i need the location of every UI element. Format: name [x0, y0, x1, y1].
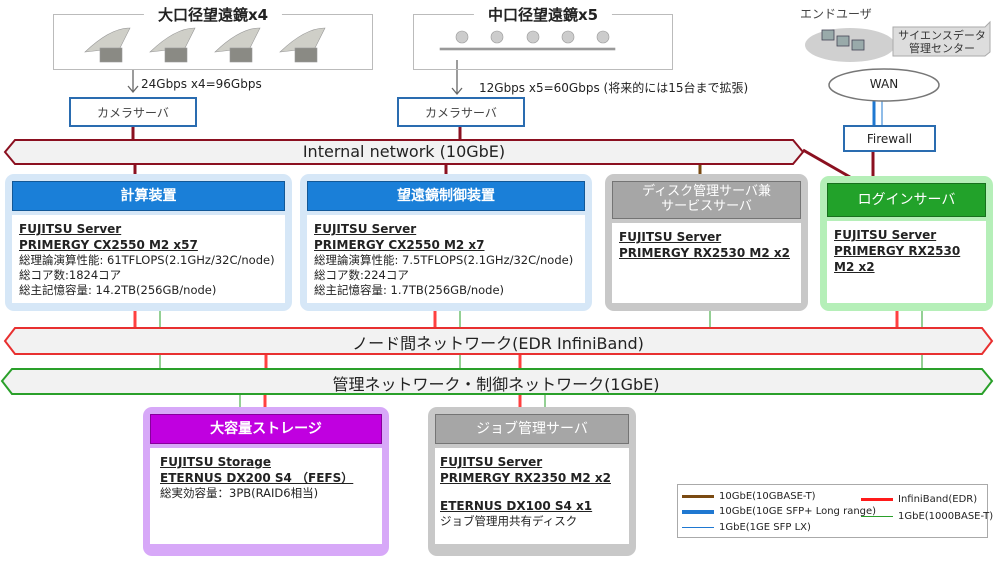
compute-spec: 総主記憶容量: 14.2TB(256GB/node) — [19, 283, 217, 297]
legend-item: 10GbE(10GBASE-T) — [682, 491, 816, 502]
node-network-label: ノード間ネットワーク(EDR InfiniBand) — [352, 334, 644, 353]
disk-title-line-2: サービスサーバ — [661, 199, 752, 214]
compute-title: 計算装置 — [12, 181, 285, 211]
legend-item: InfiniBand(EDR) — [861, 494, 977, 505]
storage-node: 大容量ストレージ FUJITSU Storage ETERNUS DX200 S… — [143, 407, 389, 556]
job-storage-model: ETERNUS DX100 S4 x1 — [440, 499, 593, 513]
login-model: PRIMERGY RX2530 M2 x2 — [834, 244, 961, 274]
control-vendor: FUJITSU Server — [314, 222, 417, 236]
legend-item: 1GbE(1GE SFP LX) — [682, 522, 811, 533]
medium-bandwidth: 12Gbps x5=60Gbps (将来的には15台まで拡張) — [479, 81, 749, 95]
legend-label: 10GbE(10GE SFP+ Long range) — [719, 506, 877, 517]
login-vendor: FUJITSU Server — [834, 228, 937, 242]
data-center-label: サイエンスデータ 管理センター — [896, 29, 988, 55]
camera-server-1: カメラサーバ — [69, 97, 197, 127]
job-management-node: ジョブ管理サーバ FUJITSU Server PRIMERGY RX2350 … — [428, 407, 636, 556]
legend-item: 1GbE(1000BASE-T) — [861, 511, 993, 522]
internal-network-label: Internal network (10GbE) — [302, 142, 506, 161]
job-vendor: FUJITSU Server — [440, 455, 543, 469]
control-spec: 総コア数:224コア — [314, 268, 409, 282]
medium-telescope-title: 中口径望遠鏡x5 — [473, 4, 613, 25]
disk-service-node: ディスク管理サーバ兼サービスサーバ FUJITSU Server PRIMERG… — [605, 174, 808, 311]
job-spec: ジョブ管理用共有ディスク — [440, 514, 578, 528]
node-network-bar — [3, 327, 994, 355]
storage-model: ETERNUS DX200 S4 （FEFS） — [160, 471, 354, 485]
control-title: 望遠鏡制御装置 — [307, 181, 585, 211]
control-spec: 総理論演算性能: 7.5TFLOPS(2.1GHz/32C/node) — [314, 253, 574, 267]
medium-telescope-icons — [439, 30, 616, 51]
firewall: Firewall — [843, 125, 936, 152]
legend-item: 10GbE(10GE SFP+ Long range) — [682, 506, 876, 517]
medium-telescope-group: 中口径望遠鏡x5 — [413, 4, 673, 70]
telescope-control-node: 望遠鏡制御装置 FUJITSU Server PRIMERGY CX2550 M… — [300, 174, 592, 311]
legend-label: 1GbE(1GE SFP LX) — [719, 522, 811, 533]
storage-spec: 総実効容量：3PB(RAID6相当) — [160, 486, 319, 500]
camera-server-2: カメラサーバ — [397, 97, 525, 127]
compute-model: PRIMERGY CX2550 M2 x57 — [19, 238, 198, 252]
large-bandwidth: 24Gbps x4=96Gbps — [141, 77, 262, 91]
login-title: ログインサーバ — [827, 183, 986, 217]
wan-ellipse — [828, 68, 940, 102]
disk-title-line-1: ディスク管理サーバ兼 — [642, 184, 771, 200]
compute-node: 計算装置 FUJITSU Server PRIMERGY CX2550 M2 x… — [5, 174, 292, 311]
internal-network-bar — [3, 139, 805, 165]
management-network-label: 管理ネットワーク・制御ネットワーク(1GbE) — [332, 375, 660, 394]
storage-title: 大容量ストレージ — [150, 414, 382, 444]
disk-model: PRIMERGY RX2530 M2 x2 — [619, 246, 790, 260]
management-network-bar — [0, 368, 994, 395]
storage-vendor: FUJITSU Storage — [160, 455, 271, 469]
job-title: ジョブ管理サーバ — [435, 414, 629, 444]
wan-label: WAN — [869, 77, 899, 91]
login-node: ログインサーバ FUJITSU Server PRIMERGY RX2530 M… — [820, 176, 993, 311]
large-telescope-icons — [84, 27, 326, 63]
legend-label: InfiniBand(EDR) — [898, 494, 978, 505]
end-user-label: エンドユーザ — [800, 7, 872, 21]
data-center-line-1: サイエンスデータ — [898, 29, 986, 42]
disk-vendor: FUJITSU Server — [619, 230, 722, 244]
job-model: PRIMERGY RX2350 M2 x2 — [440, 471, 611, 485]
compute-spec: 総コア数:1824コア — [19, 268, 122, 282]
disk-title: ディスク管理サーバ兼サービスサーバ — [612, 181, 801, 219]
end-user-cloud — [805, 28, 895, 62]
large-telescope-group: 大口径望遠鏡x4 — [53, 4, 373, 70]
legend-label: 1GbE(1000BASE-T) — [898, 511, 994, 522]
control-model: PRIMERGY CX2550 M2 x7 — [314, 238, 485, 252]
pc-icons — [821, 29, 865, 51]
data-center-line-2: 管理センター — [909, 42, 975, 55]
compute-spec: 総理論演算性能: 61TFLOPS(2.1GHz/32C/node) — [19, 253, 275, 267]
control-spec: 総主記憶容量: 1.7TB(256GB/node) — [314, 283, 505, 297]
compute-vendor: FUJITSU Server — [19, 222, 122, 236]
large-telescope-title: 大口径望遠鏡x4 — [143, 4, 283, 25]
legend-label: 10GbE(10GBASE-T) — [719, 491, 816, 502]
legend: 10GbE(10GBASE-T) 10GbE(10GE SFP+ Long ra… — [677, 484, 993, 538]
